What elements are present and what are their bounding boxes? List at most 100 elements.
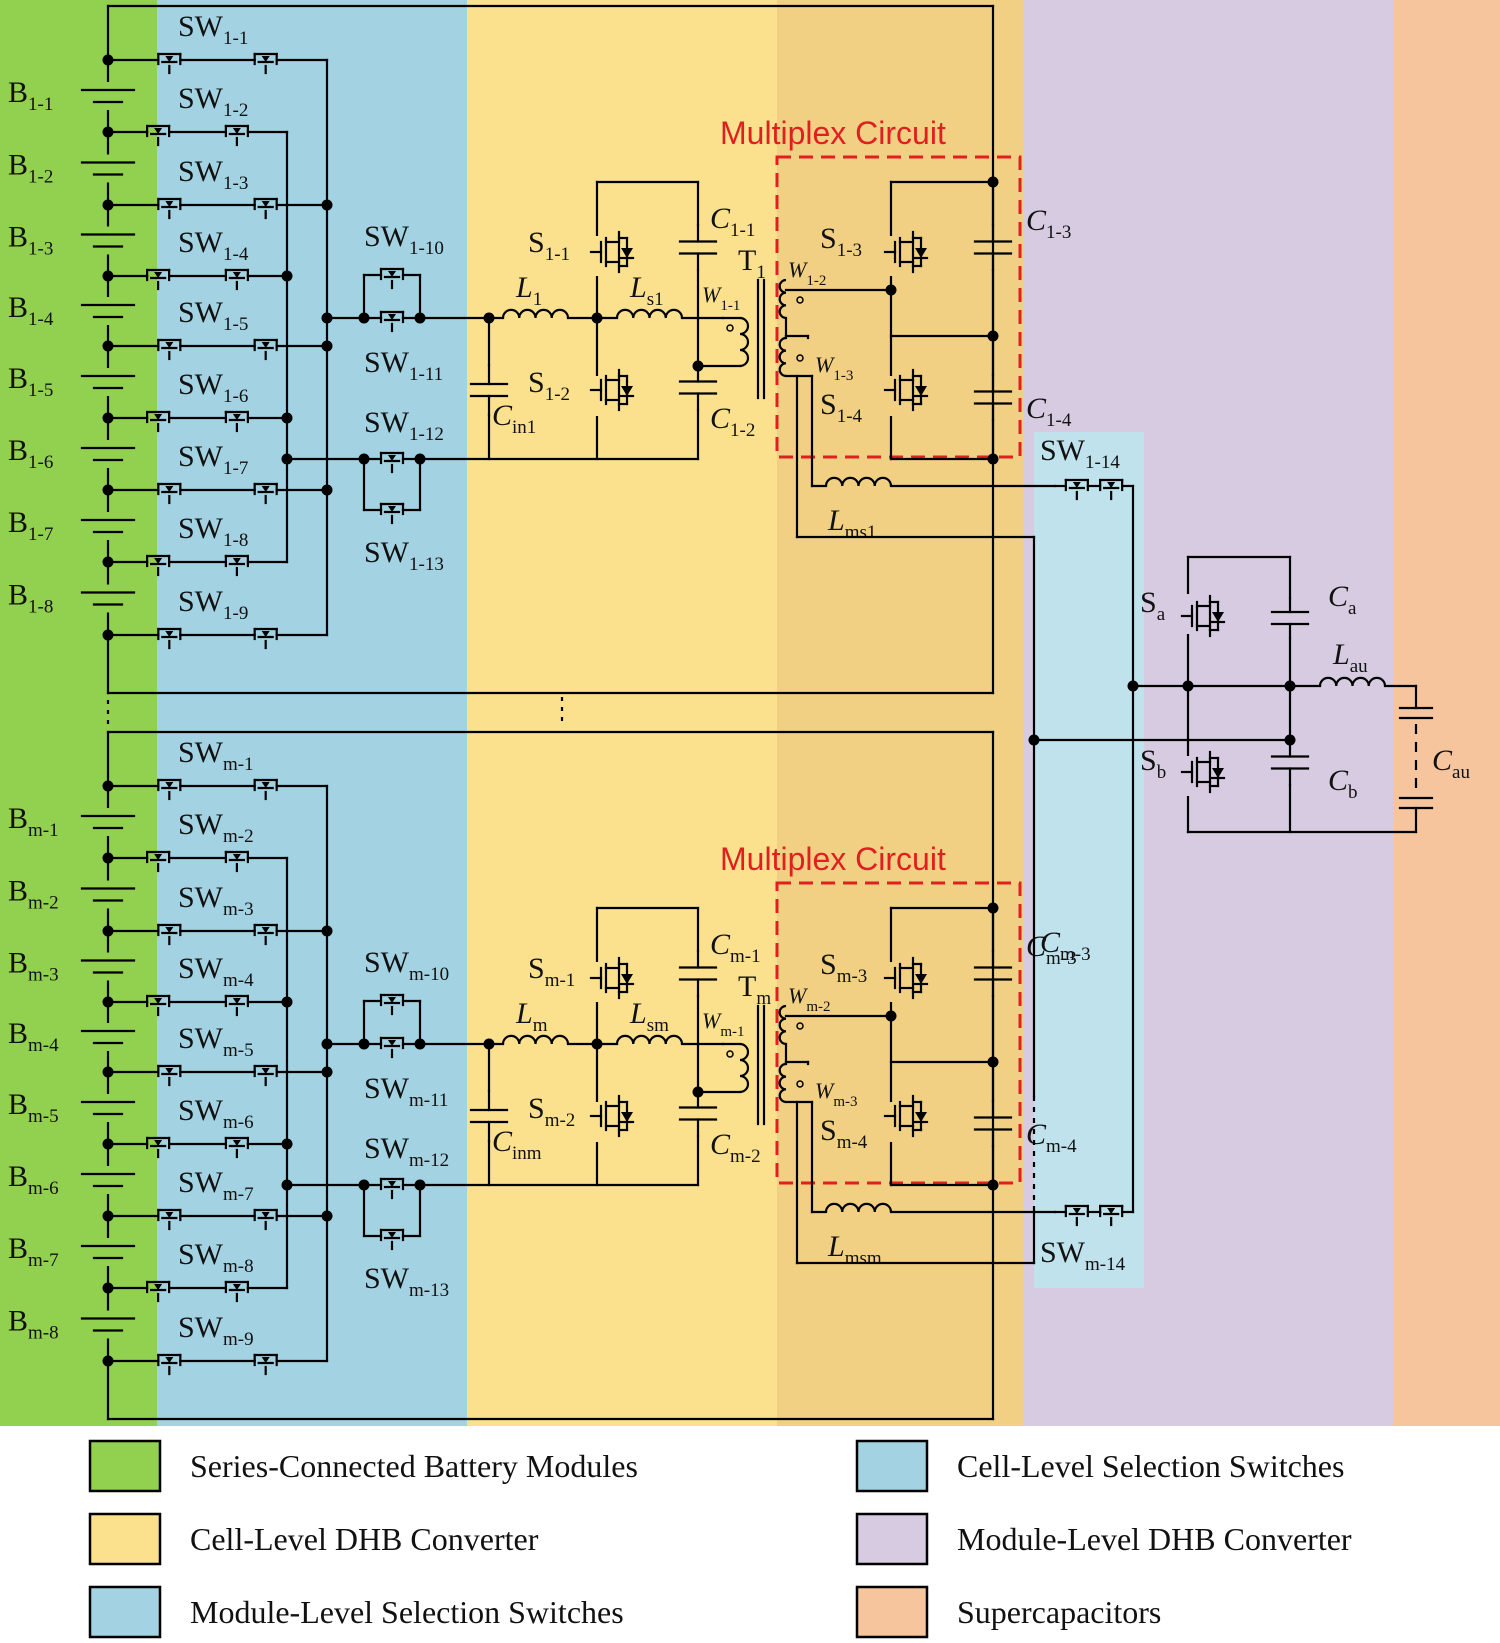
switch-symbol — [146, 850, 171, 873]
battery-label: B1-6 — [8, 434, 53, 473]
label-subscript: 1-5 — [28, 380, 53, 401]
label-subscript: 1-7 — [223, 458, 248, 479]
multiplex-box — [775, 881, 1022, 1185]
inductor — [615, 308, 684, 319]
cell-switch-label: SWm-3 — [178, 881, 254, 920]
mosfet-gap — [1177, 756, 1199, 796]
transformer-winding — [778, 278, 787, 320]
label-symbol: SW — [178, 808, 224, 841]
single-switch — [362, 1036, 422, 1059]
switch-diode — [261, 486, 270, 492]
cell-switch-label: SW1-7 — [178, 440, 248, 479]
switch-diode — [154, 128, 163, 134]
label-subscript: m-4 — [1046, 1136, 1077, 1157]
label-subscript: m-11 — [409, 1090, 448, 1111]
switch-diode — [388, 506, 396, 512]
label-subscript: 1-4 — [837, 406, 863, 427]
legend-label: Module-Level Selection Switches — [190, 1594, 624, 1630]
zone-supercapacitors — [1393, 0, 1500, 1426]
switch-sw11-label: SW1-11 — [364, 346, 443, 385]
legend-swatch — [855, 1439, 929, 1493]
battery-label: B1-1 — [8, 76, 53, 115]
label-subscript: a — [1348, 598, 1357, 619]
legend-label: Module-Level DHB Converter — [957, 1521, 1352, 1557]
label-symbol: C — [1026, 1118, 1047, 1151]
label-symbol: W — [788, 257, 808, 282]
label-subscript: m-14 — [1085, 1254, 1126, 1275]
label-subscript: m-1 — [545, 970, 576, 991]
cap-c1-label: Cm-1 — [710, 928, 761, 967]
battery-label: B1-4 — [8, 291, 54, 330]
junction-dot — [358, 453, 370, 465]
battery-cell — [80, 1244, 136, 1260]
switch-diode — [261, 342, 270, 348]
legend-swatch — [88, 1585, 162, 1639]
switch-symbol — [253, 197, 278, 220]
battery-gap — [90, 1094, 130, 1122]
junction-dot — [281, 996, 293, 1008]
label-symbol: B — [8, 579, 28, 612]
label-subscript: m-10 — [409, 964, 449, 985]
battery-gap — [90, 82, 130, 110]
junction-dot — [321, 1038, 333, 1050]
switch-diode — [261, 1212, 270, 1218]
dual-switch — [106, 197, 329, 220]
junction-dot — [483, 312, 495, 324]
battery-label: B1-3 — [8, 221, 53, 260]
label-subscript: 1-10 — [409, 238, 444, 259]
label-subscript: m-5 — [223, 1040, 254, 1061]
label-subscript: m-12 — [409, 1150, 449, 1171]
switch-symbol — [157, 482, 182, 505]
label-subscript: m-4 — [223, 970, 254, 991]
switch-symbol — [146, 994, 171, 1017]
junction-dot — [358, 1179, 370, 1191]
polarity-dot — [726, 324, 734, 332]
mosfet-gap — [880, 1102, 902, 1142]
battery-label: Bm-8 — [8, 1305, 59, 1344]
legend-item: Module-Level DHB Converter — [855, 1512, 1352, 1566]
switch-diode — [165, 486, 174, 492]
capacitor — [973, 1099, 1013, 1148]
switch-symbol — [379, 267, 405, 290]
label-subscript: au — [1452, 762, 1470, 783]
switch-symbol — [253, 52, 278, 75]
switch-diode — [232, 1140, 241, 1146]
polarity-dot — [726, 1050, 734, 1058]
label-symbol: L — [629, 997, 647, 1030]
module-group-1: B1-1B1-2B1-3B1-4B1-5B1-6B1-7B1-8SW1-1SW1… — [8, 4, 1072, 695]
label-subscript: m-1 — [223, 754, 254, 775]
label-symbol: B — [8, 1305, 28, 1338]
label-subscript: m-5 — [28, 1106, 59, 1127]
label-subscript: 1-3 — [833, 368, 853, 384]
battery-cell — [80, 1317, 136, 1332]
label-subscript: m-2 — [806, 999, 830, 1015]
label-symbol: C — [710, 1128, 731, 1161]
label-symbol: W — [788, 983, 808, 1008]
label-symbol: B — [8, 875, 28, 908]
winding-w1-label: W1-1 — [702, 282, 740, 314]
dual-switch — [106, 1064, 329, 1087]
winding-w2-label: W1-2 — [788, 257, 826, 289]
legend-item: Cell-Level DHB Converter — [88, 1512, 539, 1566]
switch-s1-label: S1-1 — [528, 226, 570, 265]
label-symbol: L — [1332, 638, 1350, 671]
switch-diode — [261, 782, 270, 788]
label-subscript: 1-2 — [730, 420, 755, 441]
switch-diode — [165, 782, 174, 788]
label-subscript: m — [756, 988, 771, 1009]
capacitor — [469, 1089, 509, 1143]
label-symbol: S — [820, 948, 837, 981]
legend-swatch — [855, 1585, 929, 1639]
dual-switch — [106, 627, 329, 650]
mosfet-gap — [586, 236, 608, 276]
label-symbol: W — [815, 1078, 835, 1103]
label-symbol: C — [1328, 764, 1349, 797]
switch-diode — [154, 558, 163, 564]
label-symbol: T — [738, 970, 756, 1003]
label-subscript: 1-8 — [28, 597, 53, 618]
mosfet-gap — [1177, 594, 1199, 634]
cell-switch-label: SW1-3 — [178, 155, 248, 194]
polarity-dot — [796, 354, 804, 362]
label-symbol: SW — [178, 82, 224, 115]
